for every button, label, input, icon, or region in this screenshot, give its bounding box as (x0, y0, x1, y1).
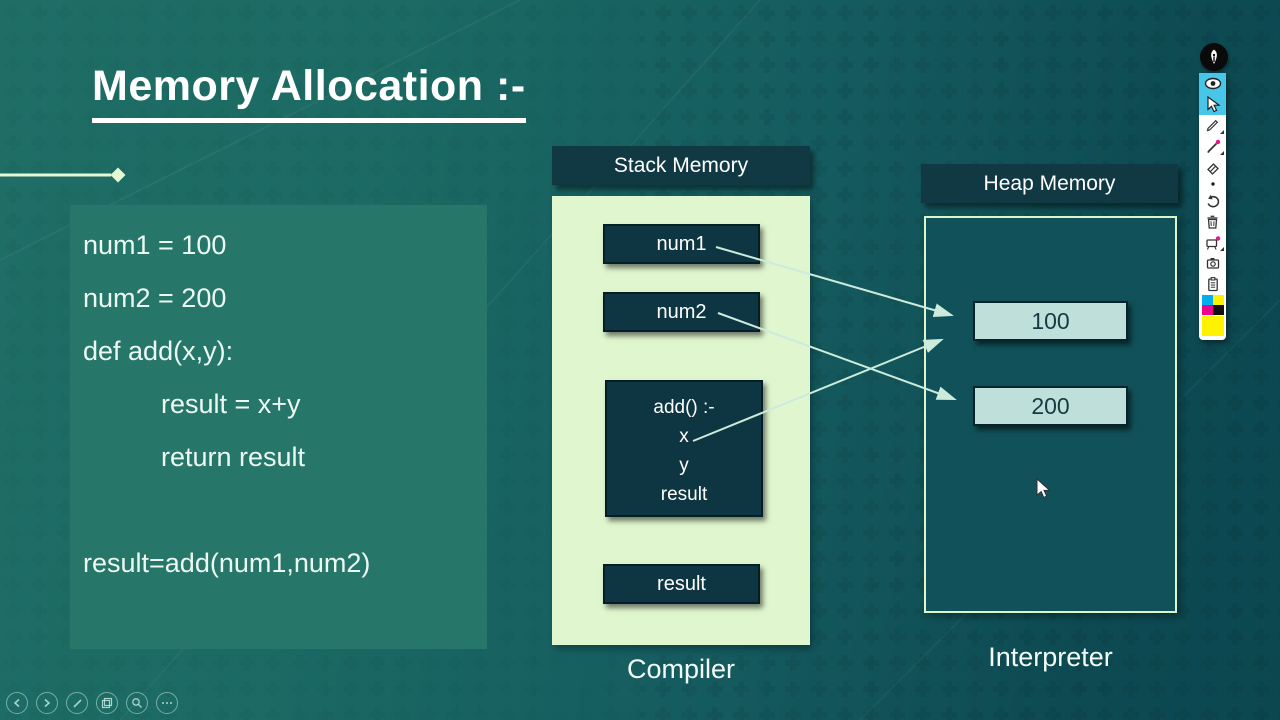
slides-button[interactable] (96, 692, 118, 714)
eraser-tool-button[interactable] (1199, 157, 1226, 178)
code-line: num2 = 200 (83, 283, 227, 313)
ellipsis-icon (162, 702, 172, 704)
more-options-corner (1220, 130, 1224, 134)
next-icon (44, 698, 51, 708)
frame-var-result: result (660, 484, 708, 505)
player-controls (6, 692, 178, 714)
current-color-swatch[interactable] (1199, 315, 1226, 337)
screenshot-button[interactable] (1199, 253, 1226, 273)
annotation-toolbar (1199, 73, 1226, 340)
more-button[interactable] (156, 692, 178, 714)
next-button[interactable] (36, 692, 58, 714)
clear-all-button[interactable] (1199, 211, 1226, 232)
current-color-yellow (1201, 316, 1224, 336)
undo-arrow-icon (1206, 194, 1219, 208)
slides-icon (101, 697, 113, 709)
more-options-corner (1220, 151, 1224, 155)
pen-icon (72, 698, 82, 708)
pen-app-logo[interactable] (1200, 43, 1228, 71)
cmyk-palette (1201, 294, 1224, 315)
zoom-button[interactable] (126, 692, 148, 714)
heap-value-100: 100 (973, 301, 1128, 341)
highlighter-tool-button[interactable] (1199, 136, 1226, 157)
undo-button[interactable] (1199, 190, 1226, 211)
stack-box-num2: num2 (603, 292, 760, 332)
size-indicator-dot[interactable] (1199, 178, 1226, 190)
frame-var-y: y (679, 455, 689, 476)
stack-box-result: result (603, 564, 760, 604)
page-title: Memory Allocation :- (92, 62, 526, 123)
code-line: def add(x,y): (83, 336, 234, 366)
frame-title: add() :- (653, 397, 715, 418)
pen-nib-icon (1211, 49, 1217, 64)
yellow-swatch[interactable] (1212, 294, 1224, 305)
view-tool-button[interactable] (1199, 73, 1226, 94)
code-line: result = x+y (161, 389, 301, 419)
clipboard-button[interactable] (1199, 273, 1226, 294)
code-line: result=add(num1,num2) (83, 548, 371, 578)
compiler-caption: Compiler (626, 654, 736, 684)
code-line: num1 = 100 (83, 230, 227, 260)
camera-icon (1206, 258, 1219, 269)
interpreter-caption: Interpreter (988, 642, 1113, 672)
code-line: return result (161, 442, 306, 472)
trash-icon (1207, 215, 1218, 229)
pencil-tool-button[interactable] (1199, 115, 1226, 136)
magenta-swatch[interactable] (1201, 304, 1213, 315)
cursor-arrow-icon (1206, 96, 1221, 113)
dot-icon (1210, 182, 1215, 186)
color-palette[interactable] (1199, 294, 1226, 315)
annotation-diamond (110, 167, 126, 183)
heap-value-200: 200 (973, 386, 1128, 426)
stack-memory-header: Stack Memory (552, 146, 810, 185)
heap-memory-header: Heap Memory (921, 164, 1178, 203)
pencil-icon (1206, 119, 1219, 132)
clipboard-icon (1207, 276, 1218, 291)
more-options-corner (1220, 247, 1224, 251)
whiteboard-icon (1206, 235, 1221, 250)
stack-frame-add: add() :- x y result (605, 380, 763, 517)
magnifier-icon (132, 698, 142, 708)
highlighter-icon (1206, 139, 1220, 153)
frame-var-x: x (679, 426, 689, 447)
code-block: num1 = 100 num2 = 200 def add(x,y): resu… (70, 205, 487, 649)
eye-icon (1204, 77, 1221, 90)
mouse-cursor (1036, 478, 1051, 499)
previous-icon (13, 698, 20, 708)
black-swatch[interactable] (1212, 304, 1224, 315)
cyan-swatch[interactable] (1201, 294, 1213, 305)
whiteboard-button[interactable] (1199, 232, 1226, 253)
eraser-icon (1206, 163, 1219, 175)
select-tool-button[interactable] (1199, 94, 1226, 115)
stack-box-num1: num1 (603, 224, 760, 264)
previous-button[interactable] (6, 692, 28, 714)
pen-button[interactable] (66, 692, 88, 714)
